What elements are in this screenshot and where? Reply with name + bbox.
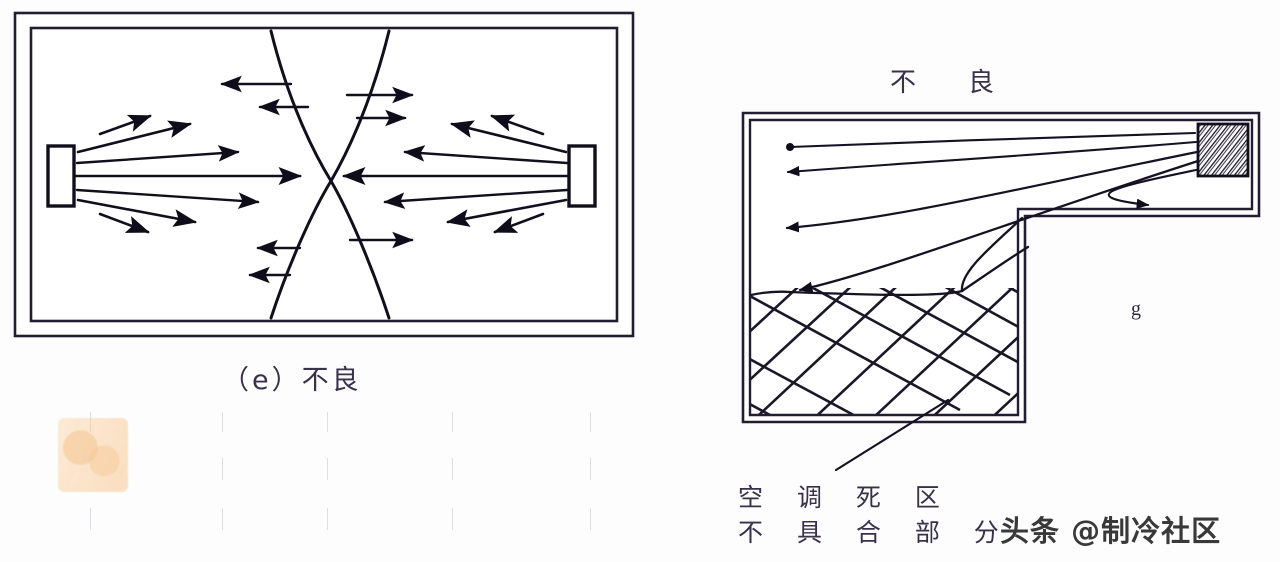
jet-collision-x-lines (269, 29, 391, 320)
right-panel-group (741, 111, 1261, 472)
grid-tick (590, 412, 591, 432)
right-jet-arrows (342, 114, 570, 234)
deadzone-label-line-1: 空 调 死 区 (738, 483, 953, 512)
grid-tick (452, 458, 453, 480)
source-watermark: 头条 @制冷社区 (1000, 514, 1222, 548)
alcove-corner-flow (749, 216, 1030, 297)
grid-tick (452, 508, 453, 530)
air-conditioning-dead-zone-hatch (751, 288, 1018, 414)
room-outline-outer (741, 111, 1261, 424)
right-supply-diffuser (567, 144, 597, 208)
grid-tick (327, 508, 328, 530)
ac-supply-airflow-arrows (785, 131, 1200, 293)
grid-tick (452, 412, 453, 432)
left-supply-diffuser (46, 144, 76, 208)
room-outline-inner (748, 118, 1254, 417)
deadzone-leader-line (834, 398, 950, 472)
grid-tick (327, 458, 328, 480)
grid-tick (90, 508, 91, 530)
left-frame-inner (29, 26, 619, 323)
left-panel-group (13, 11, 635, 338)
grid-tick (222, 458, 223, 480)
left-frame-outer (13, 11, 635, 338)
g-label: g (1131, 298, 1141, 320)
wall-mounted-ac-unit (1196, 122, 1250, 178)
grid-tick (590, 508, 591, 530)
recirculation-stub-arrows (220, 75, 414, 284)
grid-tick (590, 458, 591, 480)
deadzone-label-line-2: 不 具 合 部 分 (738, 518, 1012, 547)
grid-tick (222, 412, 223, 432)
left-panel-caption: （e）不良 (222, 365, 362, 396)
grid-tick (222, 508, 223, 530)
left-jet-arrows (74, 114, 302, 234)
right-panel-title: 不 良 (890, 68, 1008, 98)
orange-seal-stamp (58, 418, 128, 492)
grid-tick (327, 412, 328, 432)
